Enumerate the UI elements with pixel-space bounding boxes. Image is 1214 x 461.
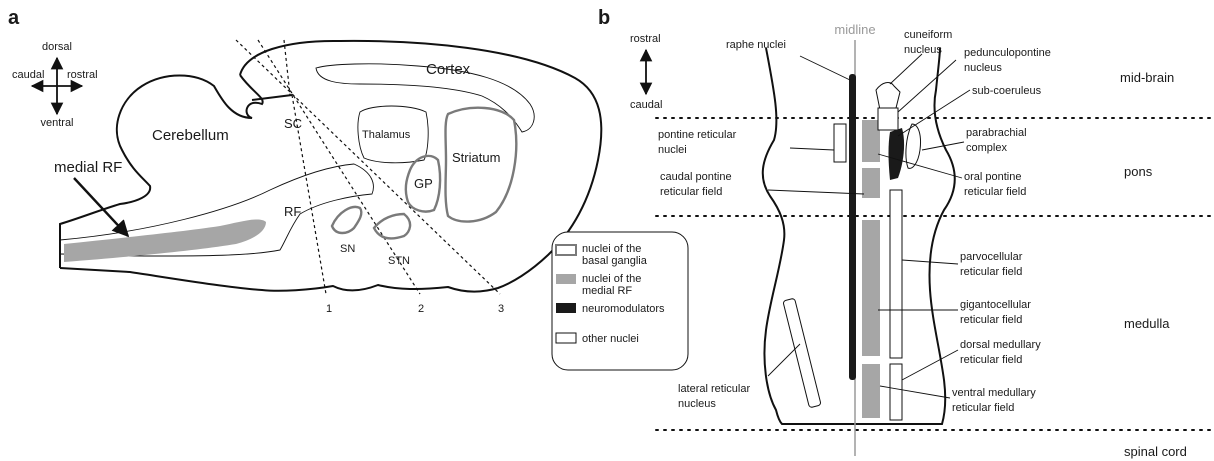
label-gigantocellular-2: reticular field bbox=[960, 314, 1022, 326]
label-section-1: 1 bbox=[326, 303, 332, 315]
label-raphe-nuclei: raphe nuclei bbox=[726, 39, 786, 51]
label-striatum: Striatum bbox=[452, 150, 500, 165]
ventral-medullary-rf bbox=[862, 364, 880, 418]
label-dorsal: dorsal bbox=[42, 41, 72, 53]
legend-swatch-other bbox=[556, 333, 576, 343]
label-dorsal-medullary-1: dorsal medullary bbox=[960, 339, 1041, 351]
oral-pontine-rf bbox=[862, 120, 880, 162]
label-midline: midline bbox=[834, 22, 875, 37]
label-caudal-pontine-2: reticular field bbox=[660, 186, 722, 198]
legend-neuro: neuromodulators bbox=[582, 303, 665, 315]
label-parabrachial-2: complex bbox=[966, 142, 1007, 154]
legend-medial-1: nuclei of the bbox=[582, 273, 641, 285]
section-line-3 bbox=[236, 40, 500, 294]
label-rf: RF bbox=[284, 204, 301, 219]
pedunculopontine-nucleus bbox=[878, 108, 898, 130]
pontine-reticular-nuclei bbox=[834, 124, 846, 162]
panel-a-label: a bbox=[8, 7, 20, 29]
label-caudal-pontine-1: caudal pontine bbox=[660, 171, 732, 183]
legend-other: other nuclei bbox=[582, 333, 639, 345]
legend-swatch-basal-ganglia bbox=[556, 245, 576, 255]
lateral-reticular-nucleus bbox=[783, 298, 821, 408]
label-section-3: 3 bbox=[498, 303, 504, 315]
label-pontine-reticular-2: nuclei bbox=[658, 144, 687, 156]
label-cuneiform-2: nucleus bbox=[904, 44, 942, 56]
label-rostral: rostral bbox=[67, 69, 98, 81]
orientation-axis-b: rostral caudal bbox=[630, 33, 662, 111]
legend-basal-1: nuclei of the bbox=[582, 243, 641, 255]
level-spinal-cord: spinal cord bbox=[1124, 444, 1187, 459]
label-ppn-2: nucleus bbox=[964, 62, 1002, 74]
label-gigantocellular-1: gigantocellular bbox=[960, 299, 1031, 311]
raphe-nuclei-bar bbox=[849, 74, 856, 380]
label-stn: STN bbox=[388, 255, 410, 267]
label-dorsal-medullary-2: reticular field bbox=[960, 354, 1022, 366]
label-gp: GP bbox=[414, 176, 433, 191]
gigantocellular-rf bbox=[862, 220, 880, 356]
legend-swatch-neuromodulators bbox=[556, 303, 576, 313]
level-medulla: medulla bbox=[1124, 316, 1170, 331]
label-parabrachial-1: parabrachial bbox=[966, 127, 1027, 139]
label-sn: SN bbox=[340, 243, 355, 255]
level-midbrain: mid-brain bbox=[1120, 70, 1174, 85]
label-parvocellular-1: parvocellular bbox=[960, 251, 1023, 263]
label-sub-coeruleus: sub-coeruleus bbox=[972, 85, 1042, 97]
label-ventral: ventral bbox=[40, 117, 73, 129]
legend: nuclei of the basal ganglia nuclei of th… bbox=[552, 232, 688, 370]
label-thalamus: Thalamus bbox=[362, 129, 411, 141]
dorsal-medullary-rf bbox=[890, 364, 902, 420]
label-cerebellum: Cerebellum bbox=[152, 127, 229, 144]
sub-coeruleus bbox=[889, 128, 905, 180]
cuneiform-nucleus bbox=[876, 83, 900, 110]
label-cuneiform-1: cuneiform bbox=[904, 29, 952, 41]
panel-b-label: b bbox=[598, 7, 610, 29]
label-lateral-reticular-2: nucleus bbox=[678, 398, 716, 410]
label-ventral-medullary-2: reticular field bbox=[952, 402, 1014, 414]
parabrachial-complex bbox=[906, 124, 921, 168]
label-oral-pontine-2: reticular field bbox=[964, 186, 1026, 198]
label-caudal: caudal bbox=[12, 69, 44, 81]
parvocellular-rf bbox=[890, 190, 902, 358]
label-rostral-b: rostral bbox=[630, 33, 661, 45]
sn-outline bbox=[332, 207, 361, 233]
label-caudal-b: caudal bbox=[630, 99, 662, 111]
label-lateral-reticular-1: lateral reticular bbox=[678, 383, 750, 395]
caudal-pontine-rf bbox=[862, 168, 880, 198]
label-ppn-1: pedunculopontine bbox=[964, 47, 1051, 59]
stn-outline bbox=[374, 214, 410, 238]
label-sc: SC bbox=[284, 116, 302, 131]
legend-medial-2: medial RF bbox=[582, 285, 632, 297]
label-section-2: 2 bbox=[418, 303, 424, 315]
label-pontine-reticular-1: pontine reticular bbox=[658, 129, 737, 141]
label-medial-rf: medial RF bbox=[54, 159, 122, 176]
level-pons: pons bbox=[1124, 164, 1153, 179]
legend-basal-2: basal ganglia bbox=[582, 255, 648, 267]
orientation-compass-a: dorsal ventral caudal rostral bbox=[12, 41, 98, 129]
label-ventral-medullary-1: ventral medullary bbox=[952, 387, 1036, 399]
legend-swatch-medial-rf bbox=[556, 274, 576, 284]
label-cortex: Cortex bbox=[426, 61, 471, 78]
label-parvocellular-2: reticular field bbox=[960, 266, 1022, 278]
label-oral-pontine-1: oral pontine bbox=[964, 171, 1022, 183]
sagittal-brain-outline bbox=[60, 40, 601, 294]
